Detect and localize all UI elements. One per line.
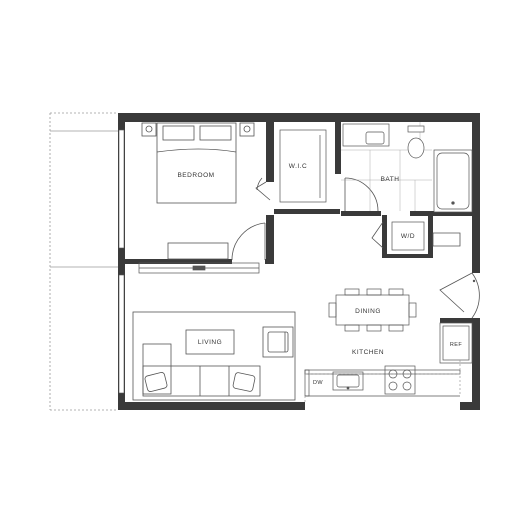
kitchen-dashed-edge bbox=[304, 360, 461, 402]
label-living: LIVING bbox=[198, 339, 222, 346]
label-wd: W/D bbox=[401, 233, 415, 240]
dining-set bbox=[328, 288, 417, 332]
living-furniture bbox=[132, 311, 296, 401]
doors bbox=[231, 177, 480, 319]
label-bath: BATH bbox=[381, 176, 400, 183]
bathroom-fixtures bbox=[341, 122, 473, 213]
washer-dryer bbox=[391, 221, 425, 251]
label-kitchen: KITCHEN bbox=[352, 349, 384, 356]
bedroom-furniture bbox=[141, 122, 255, 260]
balcony bbox=[49, 112, 118, 411]
interior-walls bbox=[125, 122, 472, 323]
closet-shelves bbox=[138, 129, 327, 274]
door-peephole bbox=[472, 279, 476, 283]
label-wic: W.I.C bbox=[289, 163, 307, 170]
label-dining: DINING bbox=[355, 308, 381, 315]
windows bbox=[118, 129, 125, 394]
kitchen-counter bbox=[304, 322, 473, 397]
label-ref: REF bbox=[450, 342, 462, 348]
exterior-walls bbox=[118, 113, 480, 410]
label-dw: DW bbox=[313, 380, 323, 386]
label-bedroom: BEDROOM bbox=[177, 172, 214, 179]
